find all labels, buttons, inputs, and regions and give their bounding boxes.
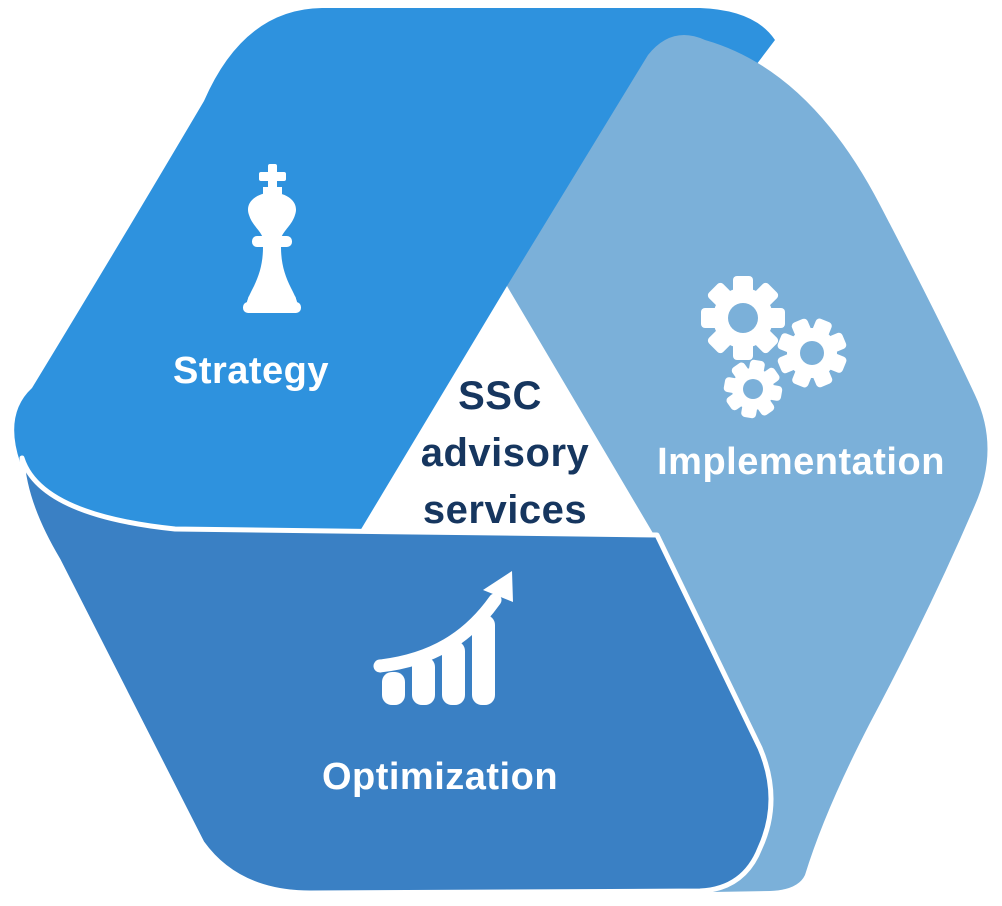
- strategy-label: Strategy: [173, 350, 329, 392]
- strategy-section: Strategy: [14, 8, 775, 531]
- gear-hole: [743, 379, 763, 399]
- center-title-line2: advisory: [421, 431, 590, 475]
- growth-arrow-shaft: [373, 593, 502, 673]
- optimization-label: Optimization: [322, 756, 558, 798]
- gear: [777, 318, 847, 388]
- gear: [701, 276, 785, 360]
- optimization-section: Optimization: [19, 455, 774, 896]
- gears-icon: [701, 276, 847, 419]
- growth-arrow-head: [483, 571, 513, 602]
- center-title-line3: services: [423, 488, 587, 532]
- chess-king-icon: [243, 164, 301, 313]
- implementation-label: Implementation: [657, 441, 945, 483]
- gear: [723, 359, 783, 419]
- strategy-band: [14, 8, 775, 531]
- implementation-section: Implementation: [507, 35, 988, 892]
- gear-hole: [728, 303, 758, 333]
- center-title-line1: SSC: [458, 374, 542, 418]
- growth-chart-icon: [373, 571, 513, 705]
- center-title: SSC advisory services: [421, 374, 590, 532]
- implementation-band: [507, 35, 988, 892]
- gear-hole: [800, 341, 824, 365]
